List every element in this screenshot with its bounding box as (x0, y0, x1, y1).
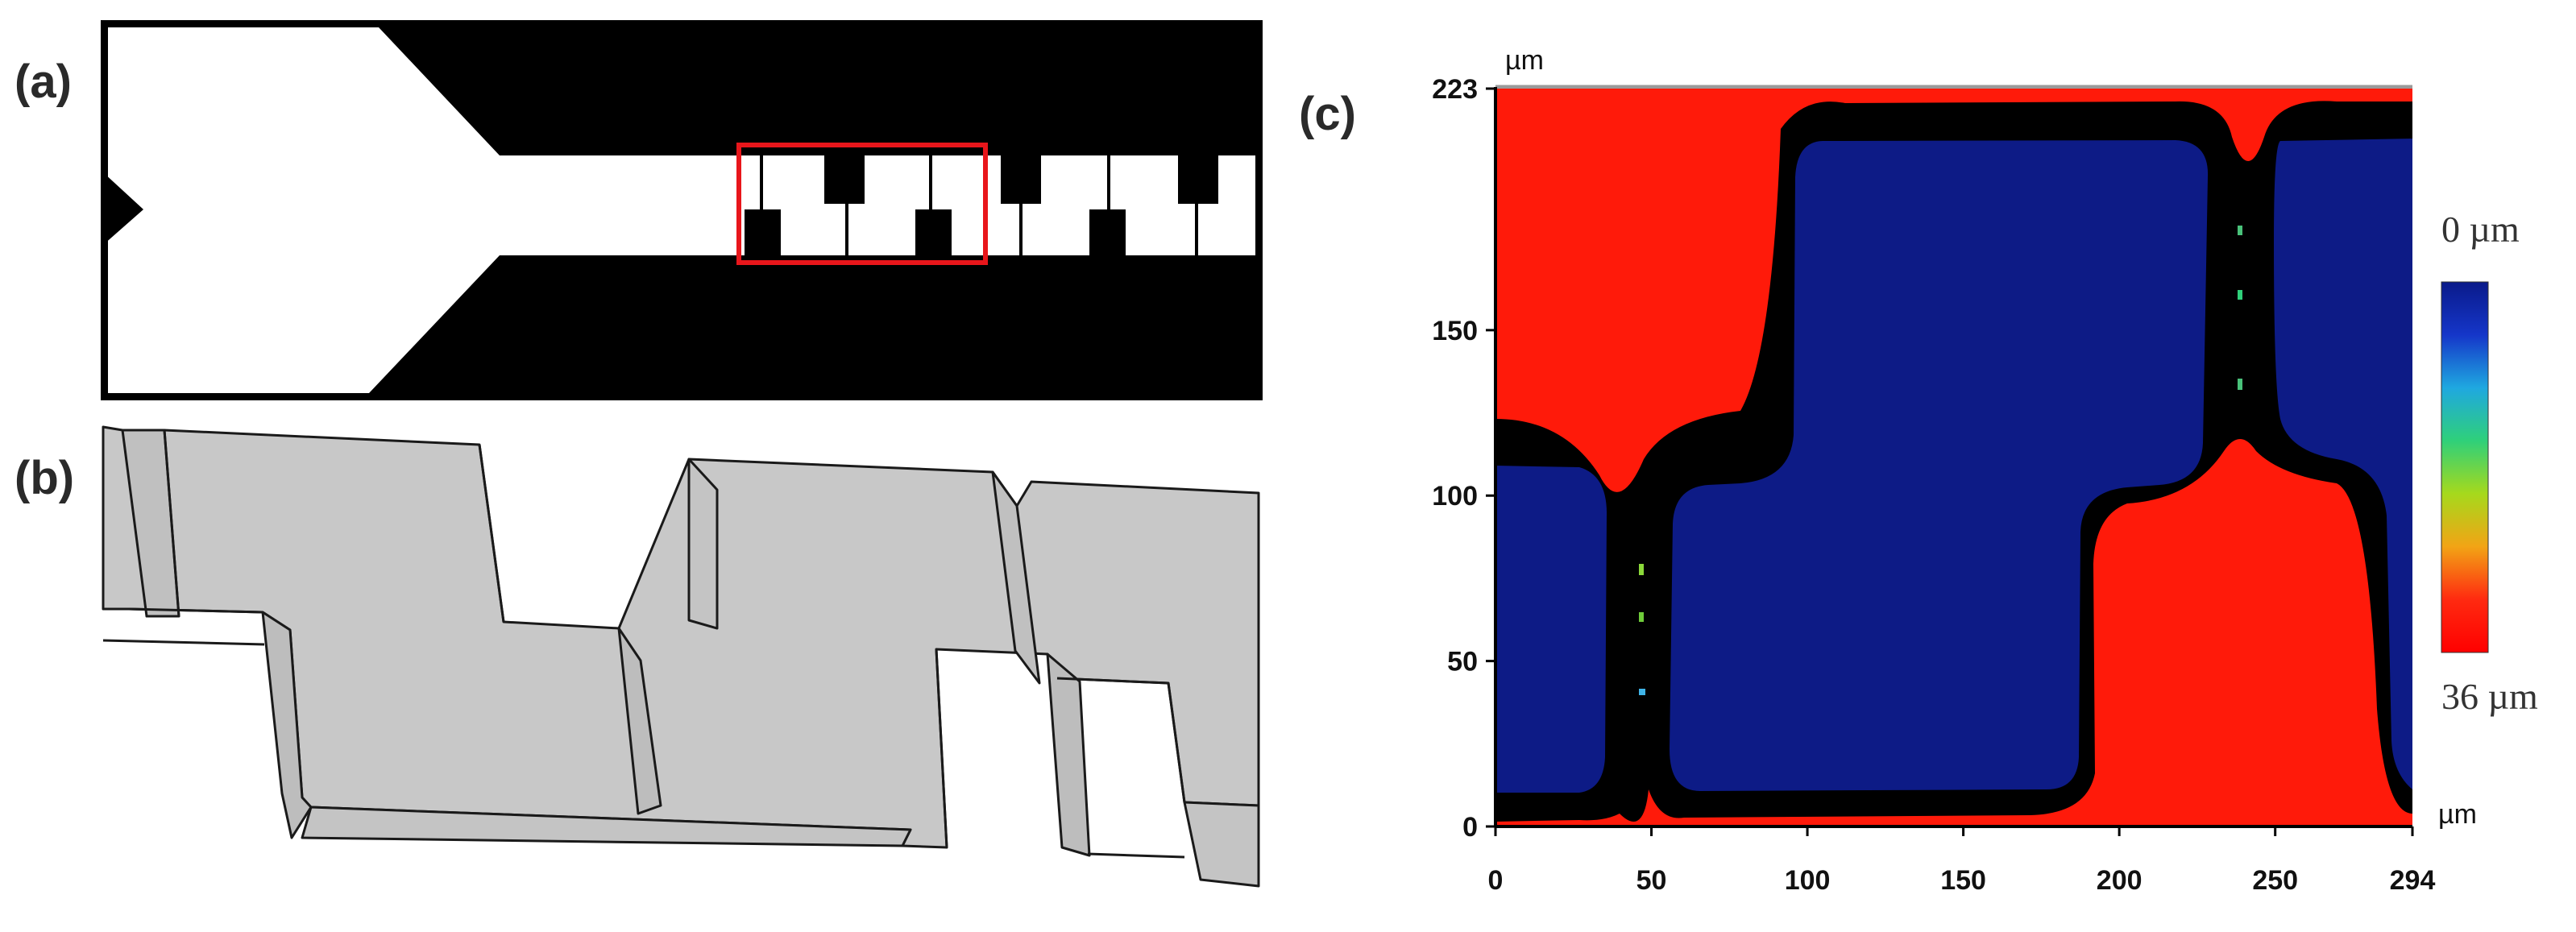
panel-label-b: (b) (15, 452, 75, 504)
block-2-face (687, 458, 719, 630)
panel-label-c: (c) (1299, 88, 1356, 140)
y-axis-ticks: 0 50 100 150 223 (1432, 74, 1495, 843)
shallow-left (1495, 466, 1607, 793)
x-tick-label: 100 (1785, 865, 1831, 896)
y-tick-label: 150 (1432, 316, 1478, 346)
colorbar-top-label: 0 µm (2441, 209, 2520, 250)
y-tick-label: 100 (1432, 481, 1478, 512)
block-3-front (1046, 652, 1091, 857)
colorbar-bottom-label: 36 µm (2441, 676, 2538, 717)
panel-a-mask (101, 20, 1263, 400)
x-tick-label: 50 (1636, 865, 1667, 896)
x-axis-ticks: 0 50 100 150 200 250 294 (1488, 826, 2436, 896)
highlight-box (736, 143, 988, 265)
x-tick-label: 200 (2097, 865, 2143, 896)
y-tick-label: 223 (1432, 74, 1478, 105)
panel-b-3d-model (102, 425, 1260, 888)
mask-inlet-notch (103, 172, 143, 245)
block-2-front (617, 627, 662, 815)
panel-c-heatmap: 0 50 100 150 200 250 294 0 50 100 150 223 µm µm 0 … (1432, 45, 2538, 896)
shallow-right (2274, 139, 2412, 789)
x-tick-label: 0 (1488, 865, 1504, 896)
mask-inlet-funnel (108, 27, 1255, 393)
artifact-dots (1639, 226, 2242, 695)
panel-label-a: (a) (15, 56, 72, 108)
shallow-center (1670, 140, 2209, 791)
shallow-regions (1495, 139, 2412, 793)
block-1-bottom (301, 806, 912, 847)
block-3-bottom (1183, 801, 1260, 888)
colorbar (2441, 281, 2489, 653)
y-tick-label: 50 (1447, 647, 1478, 677)
x-tick-label: 150 (1940, 865, 1986, 896)
y-tick-label: 0 (1462, 812, 1478, 843)
y-axis-unit: µm (1505, 45, 1544, 76)
x-tick-label: 294 (2390, 865, 2436, 896)
x-axis-unit: µm (2438, 799, 2477, 830)
mask-channel-features (745, 155, 1218, 255)
channel-pier-2 (991, 470, 1041, 685)
x-tick-label: 250 (2252, 865, 2298, 896)
